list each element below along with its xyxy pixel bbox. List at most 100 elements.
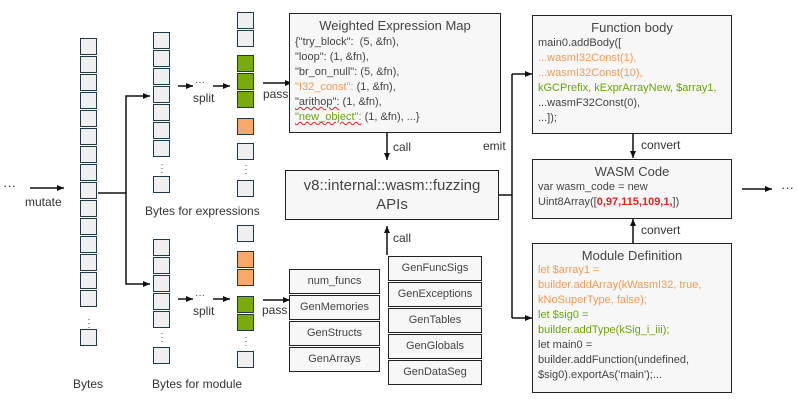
module-byte-cell [153, 311, 170, 328]
module-branch-arrow [125, 193, 150, 287]
split-label-top: split [193, 91, 215, 105]
expr-byte-cell [153, 50, 170, 67]
function-body-box: Function body main0.addBody([ ...wasmI32C… [532, 15, 732, 134]
byte-cell [80, 74, 97, 91]
expr-byte-cell [153, 68, 170, 85]
split-ellipsis-top: ··· [195, 77, 205, 88]
generator-gentables: GenTables [388, 308, 482, 333]
byte-cell [80, 236, 97, 253]
entry-value: (1, &fn), [339, 96, 382, 108]
split-byte-cell-orange [237, 251, 254, 268]
byte-cell [80, 329, 97, 346]
code-line: $sig0).exportAs('main');... [538, 369, 663, 381]
continuation-dots: ··· [160, 159, 164, 177]
call-label-bottom: call [393, 231, 412, 245]
split-byte-cell [237, 225, 254, 242]
entry-key: "loop": [295, 51, 327, 63]
fuzzing-api-line1: v8::internal::wasm::fuzzing [303, 177, 481, 194]
split-byte-cell-green [237, 55, 254, 72]
byte-cell [80, 200, 97, 217]
byte-cell [80, 92, 97, 109]
byte-cell [80, 146, 97, 163]
call-label-top: call [393, 140, 412, 154]
wasm-code-title: WASM Code [594, 164, 670, 179]
wasm-code-suffix: ]) [672, 196, 680, 208]
weighted-map-entry: "br_on_null": (5, &fn), [295, 65, 500, 80]
generator-num-funcs: num_funcs [289, 269, 380, 294]
split-byte-cell-orange [237, 269, 254, 286]
generator-genstructs: GenStructs [289, 321, 380, 346]
code-line: let $sig0 = [538, 309, 589, 321]
entry-key: "new_object": [295, 111, 362, 123]
weighted-map-title: Weighted Expression Map [319, 18, 471, 33]
split-label-bottom: split [193, 304, 215, 318]
byte-cell [80, 164, 97, 181]
expr-byte-cell [153, 140, 170, 157]
weighted-map-entries: {"try_block": (5, &fn), "loop": (1, &fn),… [290, 35, 500, 125]
entry-key: {"try_block": [295, 36, 354, 48]
byte-cell [80, 128, 97, 145]
weighted-map-entry: "I32_const": (1, &fn), [295, 80, 500, 95]
byte-cell [80, 218, 97, 235]
split-byte-cell [237, 180, 254, 197]
byte-cell [80, 254, 97, 271]
entry-value: (1, &fn), [326, 51, 369, 63]
byte-cell [80, 110, 97, 127]
entry-value: (5, &fn), [357, 66, 400, 78]
split-byte-cell-green [237, 91, 254, 108]
continuation-dots: ··· [244, 332, 248, 350]
input-ellipsis: ··· [3, 178, 16, 193]
code-line: main0.addBody([ [538, 37, 622, 49]
weighted-expression-map-box: Weighted Expression Map {"try_block": (5… [289, 13, 501, 133]
byte-cell [80, 182, 97, 199]
code-line: ...wasmI32Const(10), [538, 67, 643, 79]
entry-key: "arithop": [295, 96, 340, 108]
fuzzing-api-line2: APIs [376, 196, 408, 213]
generator-genexceptions: GenExceptions [388, 282, 482, 307]
expr-byte-cell [153, 176, 170, 193]
function-body-title: Function body [591, 20, 673, 35]
code-line: let main0 = [538, 339, 593, 351]
function-body-code: main0.addBody([ ...wasmI32Const(1), ...was… [533, 36, 731, 126]
generator-genfuncsigs: GenFuncSigs [388, 256, 482, 281]
convert-label-top: convert [641, 138, 681, 152]
expr-byte-cell [153, 86, 170, 103]
convert-label-bottom: convert [641, 223, 681, 237]
code-line: builder.addArray(kWasmI32, true, [538, 279, 702, 291]
split-byte-cell-green [237, 296, 254, 313]
pass-label-bottom: pass [262, 303, 288, 317]
module-definition-box: Module Definition let $array1 =builder.a… [532, 243, 732, 393]
code-line: ...]); [538, 112, 557, 124]
module-byte-cell [153, 293, 170, 310]
bytes-module-caption: Bytes for module [152, 377, 243, 391]
code-line: let $array1 = [538, 264, 600, 276]
code-line: ...wasmF32Const(0), [538, 97, 641, 109]
generator-genglobals: GenGlobals [388, 334, 482, 359]
entry-key: "I32_const": [295, 81, 354, 93]
fuzzing-api-box: v8::internal::wasm::fuzzing APIs [285, 170, 499, 220]
split-byte-cell [237, 12, 254, 29]
byte-cell [80, 56, 97, 73]
mutate-label: mutate [25, 195, 62, 209]
code-line: builder.addType(kSig_i_iii); [538, 324, 670, 336]
code-line: ...wasmI32Const(1), [538, 52, 637, 64]
entry-value: (1, &fn), ...} [361, 111, 420, 123]
entry-value: (5, &fn), [353, 36, 399, 48]
wasm-code-bytes: 0,97,115,109,1, [596, 196, 673, 208]
wasm-code-box: WASM Code var wasm_code = new Uint8Array… [532, 159, 732, 219]
generator-genarrays: GenArrays [289, 347, 380, 372]
weighted-map-entry: "new_object": (1, &fn), ...} [295, 110, 500, 125]
continuation-dots: ··· [244, 160, 248, 178]
continuation-dots: ··· [160, 328, 164, 346]
split-byte-cell-green [237, 73, 254, 90]
wasm-code-line2: Uint8Array([0,97,115,109,1,]) [538, 195, 731, 210]
wasm-code-line1: var wasm_code = new [538, 181, 648, 193]
module-byte-cell [153, 239, 170, 256]
bytes-expressions-caption: Bytes for expressions [145, 204, 260, 218]
module-byte-cell [153, 347, 170, 364]
byte-cell [80, 290, 97, 307]
code-line: kGCPrefix, kExprArrayNew, $array1, [538, 82, 717, 94]
module-byte-cell [153, 275, 170, 292]
expr-byte-cell [153, 122, 170, 139]
